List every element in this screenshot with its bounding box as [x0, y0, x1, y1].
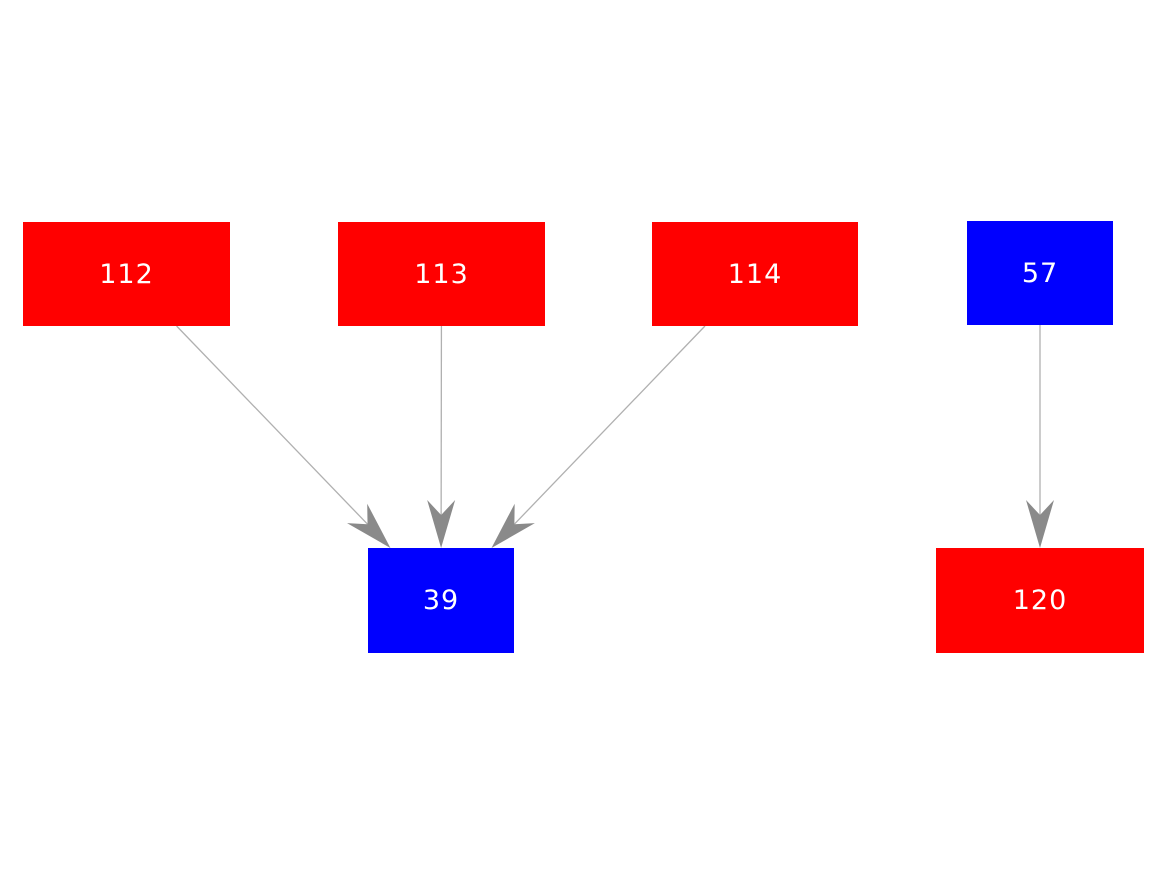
edge-arrowhead-icon — [347, 503, 391, 548]
edge-arrowhead-icon — [427, 499, 456, 548]
edge-57-120 — [1026, 325, 1054, 548]
node-label: 120 — [1012, 585, 1068, 616]
edge-line — [513, 325, 706, 525]
node-112: 112 — [23, 222, 230, 326]
edge-arrowhead-icon — [1026, 500, 1054, 548]
node-39: 39 — [368, 548, 514, 653]
node-57: 57 — [967, 221, 1113, 325]
node-113: 113 — [338, 222, 545, 326]
node-label: 57 — [1021, 257, 1059, 289]
edge-113-39 — [427, 325, 456, 548]
node-label: 112 — [99, 258, 154, 290]
node-label: 114 — [727, 258, 783, 290]
edge-112-39 — [176, 325, 391, 548]
node-label: 39 — [422, 585, 460, 616]
edge-arrowhead-icon — [491, 503, 535, 548]
node-114: 114 — [652, 222, 858, 326]
node-label: 113 — [414, 258, 469, 290]
edge-line — [176, 325, 369, 525]
node-120: 120 — [936, 548, 1144, 653]
edge-114-39 — [491, 325, 706, 548]
